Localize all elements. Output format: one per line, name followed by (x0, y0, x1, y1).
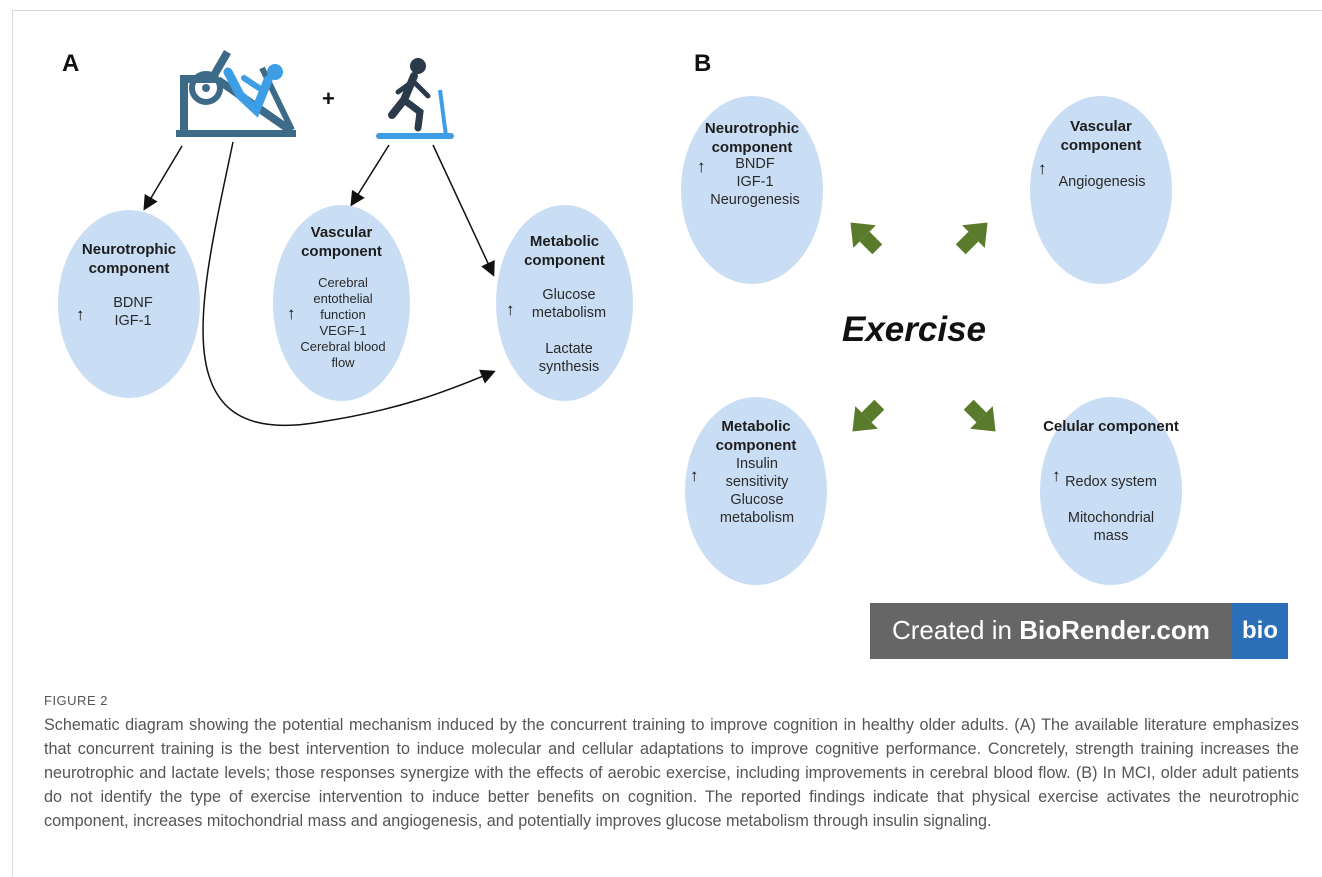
bubble-text: Angiogenesis (1058, 174, 1146, 190)
bubble-title: Metabolic component (524, 233, 605, 269)
panel-a-letter: A (62, 50, 80, 77)
biorender-logo: bio (1232, 603, 1288, 659)
figure-frame-left (12, 10, 13, 877)
panel-b-letter: B (694, 50, 712, 77)
bubble-text: Insulin sensitivity Glucose metabolism (719, 456, 795, 526)
panel-b-neurotrophic-bubble: Neurotrophic component ↑ BNDF IGF-1 Neur… (681, 96, 823, 284)
figure-frame-top (12, 10, 1322, 11)
bubble-text: Redox system Mitochondrial mass (1065, 474, 1157, 544)
panel-a-neurotrophic-bubble: Neurotrophic component ↑ BDNF IGF-1 (58, 210, 200, 398)
leg-press-machine-icon (176, 50, 296, 137)
panel-a-metabolic-bubble: Metabolic component ↑ Glucose metabolism… (496, 205, 633, 401)
figure-label: FIGURE 2 (44, 693, 108, 708)
bubble-title: Vascular component (1060, 118, 1142, 154)
panel-b-arrows (850, 222, 996, 432)
up-arrow-icon: ↑ (1038, 159, 1047, 178)
figure-caption: Schematic diagram showing the potential … (44, 716, 1299, 830)
bubble-text: BNDF IGF-1 Neurogenesis (710, 156, 800, 208)
panel-b-cellular-bubble: Celular component ↑ Redox system Mitocho… (1040, 397, 1182, 585)
plus-sign: + (322, 86, 335, 111)
bubble-text: Cerebral entothelial function VEGF-1 Cer… (300, 275, 386, 370)
biorender-text: Created in BioRender.com (892, 615, 1210, 645)
up-arrow-icon: ↑ (506, 300, 515, 319)
exercise-label: Exercise (842, 310, 987, 349)
bubble-title: Vascular component (301, 224, 382, 260)
treadmill-runner-icon (376, 58, 454, 139)
bubble-title: Metabolic component (715, 418, 797, 454)
up-arrow-icon: ↑ (287, 304, 296, 323)
bubble-title: Neurotrophic component (704, 120, 800, 156)
biorender-watermark: Created in BioRender.com bio (870, 603, 1288, 659)
up-arrow-icon: ↑ (697, 157, 706, 176)
up-arrow-icon: ↑ (1052, 466, 1061, 485)
bubble-text: BDNF IGF-1 (113, 295, 153, 329)
up-arrow-icon: ↑ (76, 305, 85, 324)
panel-a-vascular-bubble: Vascular component ↑ Cerebral entothelia… (273, 205, 410, 401)
bubble-title: Neurotrophic component (81, 241, 177, 277)
up-arrow-icon: ↑ (690, 466, 699, 485)
bubble-title: Celular component (1043, 418, 1179, 435)
panel-b-metabolic-bubble: Metabolic component ↑ Insulin sensitivit… (685, 397, 827, 585)
bubble-text: Glucose metabolism Lactate synthesis (531, 287, 607, 375)
panel-b-vascular-bubble: Vascular component ↑ Angiogenesis (1030, 96, 1172, 284)
